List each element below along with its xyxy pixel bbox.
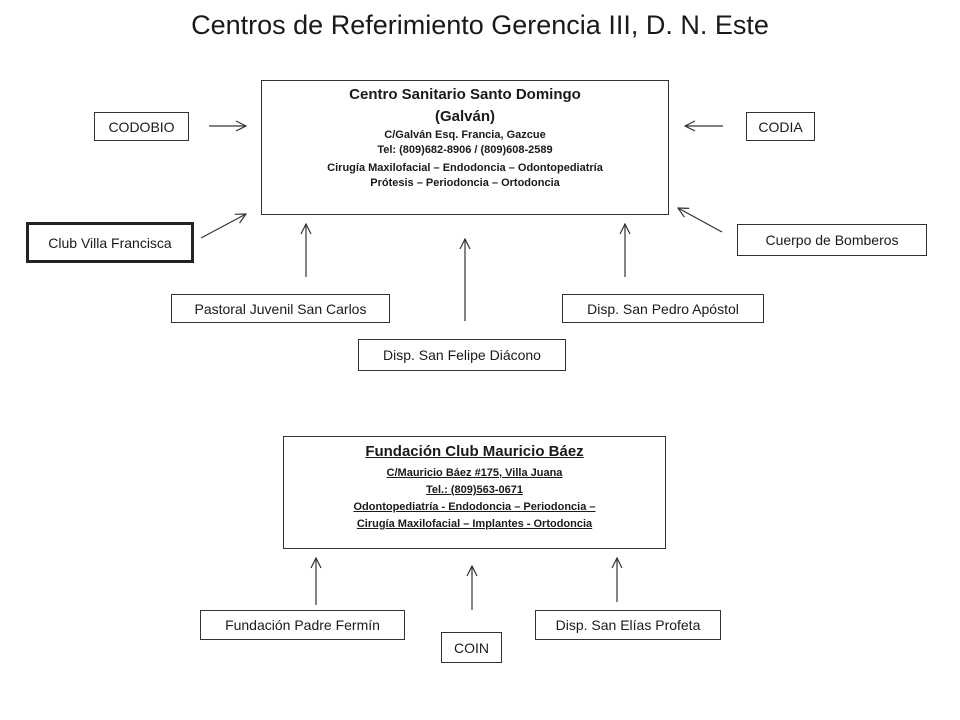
page-title: Centros de Referimiento Gerencia III, D.… bbox=[191, 10, 769, 40]
pastoral-juvenil-label: Pastoral Juvenil San Carlos bbox=[194, 300, 367, 317]
padre-fermin-label: Fundación Padre Fermín bbox=[225, 617, 380, 633]
pastoral-juvenil-box: Pastoral Juvenil San Carlos bbox=[171, 294, 390, 323]
centro-address: C/Galván Esq. Francia, Gazcue bbox=[384, 129, 546, 141]
codobio-label: CODOBIO bbox=[108, 118, 175, 135]
fundacion-name: Fundación Club Mauricio Báez bbox=[365, 443, 584, 460]
fundacion-phone: Tel.: (809)563-0671 bbox=[425, 484, 524, 496]
club-villa-francisca-box: Club Villa Francisca bbox=[26, 222, 194, 263]
fundacion-services-2: Cirugía Maxilofacial – Implantes - Ortod… bbox=[356, 518, 593, 530]
centro-name-line2: (Galván) bbox=[434, 108, 495, 125]
san-elias-label: Disp. San Elías Profeta bbox=[555, 617, 701, 633]
fundacion-services-1: Odontopediatría - Endodoncia – Periodonc… bbox=[353, 501, 596, 513]
san-pedro-box: Disp. San Pedro Apóstol bbox=[562, 294, 764, 323]
codia-box: CODIA bbox=[746, 112, 815, 141]
san-elias-box: Disp. San Elías Profeta bbox=[535, 610, 721, 640]
centro-sanitario-box: Centro Sanitario Santo Domingo (Galván) … bbox=[261, 80, 669, 215]
centro-phone: Tel: (809)682-8906 / (809)608-2589 bbox=[377, 144, 553, 156]
codia-label: CODIA bbox=[758, 118, 803, 135]
cuerpo-bomberos-box: Cuerpo de Bomberos bbox=[737, 224, 927, 256]
coin-label: COIN bbox=[454, 639, 489, 656]
coin-box: COIN bbox=[441, 632, 502, 663]
club-villa-francisca-label: Club Villa Francisca bbox=[48, 234, 172, 251]
centro-name-line1: Centro Sanitario Santo Domingo bbox=[349, 86, 581, 103]
san-felipe-label: Disp. San Felipe Diácono bbox=[383, 347, 541, 363]
cuerpo-bomberos-label: Cuerpo de Bomberos bbox=[765, 232, 899, 248]
centro-services-2: Prótesis – Periodoncia – Ortodoncia bbox=[370, 177, 560, 189]
codobio-box: CODOBIO bbox=[94, 112, 189, 141]
fundacion-address: C/Mauricio Báez #175, Villa Juana bbox=[386, 467, 563, 479]
fundacion-mauricio-baez-box: Fundación Club Mauricio Báez C/Mauricio … bbox=[283, 436, 666, 549]
san-felipe-box: Disp. San Felipe Diácono bbox=[358, 339, 566, 371]
arrow-club-villa-francisca bbox=[200, 214, 246, 239]
arrow-cuerpo-bomberos bbox=[678, 208, 723, 233]
centro-services-1: Cirugía Maxilofacial – Endodoncia – Odon… bbox=[327, 162, 603, 174]
san-pedro-label: Disp. San Pedro Apóstol bbox=[587, 300, 739, 317]
padre-fermin-box: Fundación Padre Fermín bbox=[200, 610, 405, 640]
